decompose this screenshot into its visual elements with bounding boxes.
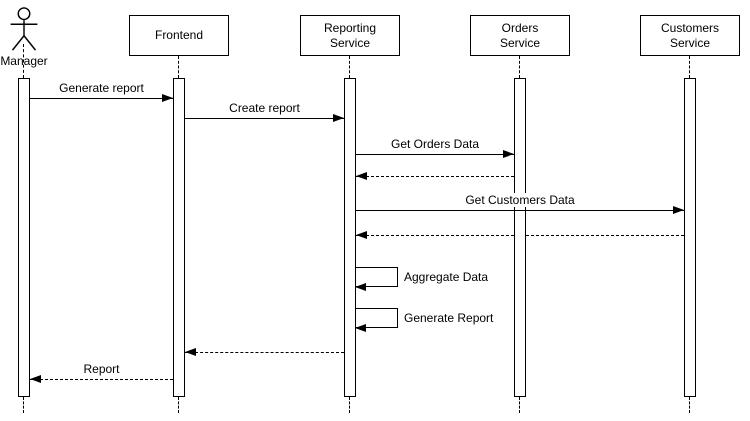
- message-label: Generate report: [57, 81, 146, 95]
- arrowhead-left: [355, 324, 366, 332]
- arrowhead-right: [333, 114, 344, 122]
- message-label: Aggregate Data: [404, 270, 489, 284]
- activation-bar-frontend: [173, 78, 185, 397]
- participant-box-orders-service: Orders Service: [470, 15, 570, 56]
- activation-bar-customers: [684, 78, 696, 397]
- arrowhead-left: [356, 231, 367, 239]
- participant-box-frontend: Frontend: [129, 15, 229, 56]
- arrowhead-left: [356, 172, 367, 180]
- message-line: [356, 210, 684, 211]
- message-label: Create report: [227, 101, 302, 115]
- message-line: [185, 352, 344, 353]
- message-line: [185, 118, 344, 119]
- lifeline-reporting-bottom: [349, 397, 350, 413]
- participant-box-customers-service: Customers Service: [640, 15, 740, 56]
- arrowhead-left: [185, 348, 196, 356]
- activation-bar-orders: [514, 78, 526, 397]
- actor-label: Manager: [0, 54, 48, 68]
- lifeline-frontend-bottom: [178, 397, 179, 413]
- message-label: Generate Report: [404, 311, 494, 325]
- activation-bar-manager: [18, 78, 30, 397]
- arrowhead-left: [30, 375, 41, 383]
- message-line: [30, 98, 173, 99]
- self-message-line: [356, 308, 398, 328]
- message-line: [30, 379, 173, 380]
- participant-box-reporting-service: Reporting Service: [300, 15, 400, 56]
- lifeline-frontend-top: [178, 56, 179, 78]
- lifeline-reporting-top: [349, 56, 350, 78]
- activation-bar-reporting: [344, 78, 356, 397]
- self-message-line: [356, 267, 398, 287]
- arrowhead-right: [503, 150, 514, 158]
- lifeline-manager-bottom: [23, 397, 24, 413]
- message-label: Report: [81, 362, 122, 376]
- arrowhead-left: [355, 283, 366, 291]
- message-line: [356, 176, 514, 177]
- lifeline-orders-bottom: [519, 397, 520, 413]
- message-aggregate-data: Aggregate Data: [355, 267, 489, 291]
- actor-icon: [10, 7, 38, 51]
- message-line: [356, 154, 514, 155]
- lifeline-orders-top: [519, 56, 520, 78]
- lifeline-customers-bottom: [689, 397, 690, 413]
- message-generate-report-self: Generate Report: [355, 308, 494, 332]
- message-label: Get Customers Data: [463, 193, 577, 207]
- lifeline-customers-top: [689, 56, 690, 78]
- arrowhead-right: [162, 94, 173, 102]
- lifeline-manager-top: [23, 44, 24, 78]
- arrowhead-right: [673, 206, 684, 214]
- message-label: Get Orders Data: [388, 137, 482, 151]
